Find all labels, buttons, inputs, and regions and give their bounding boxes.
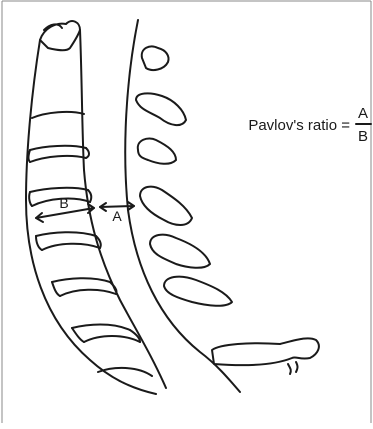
vertebral-body-c7: [84, 336, 152, 376]
label-a: A: [112, 208, 122, 224]
label-b: B: [59, 195, 68, 211]
spinous-process-c4: [140, 187, 192, 225]
formula-denominator: B: [358, 128, 368, 145]
disc-c6-c7: [72, 328, 140, 342]
formula-text: Pavlov's ratio =: [248, 117, 350, 134]
spinous-process-c7: [212, 338, 319, 365]
vertebral-body-c6: [60, 290, 130, 330]
spinous-process-c3: [138, 138, 176, 163]
figure-frame: [2, 1, 371, 423]
spinous-process-c1: [142, 46, 169, 70]
vertebral-body-c3: [30, 156, 88, 192]
spinous-process-c7-tip: [288, 362, 298, 374]
spinous-process-c6: [164, 277, 232, 306]
vertebral-body-c2: [30, 112, 86, 150]
measurement-a-line: [100, 206, 134, 207]
spinous-process-c5: [150, 235, 210, 268]
formula-numerator: A: [358, 105, 368, 122]
spinous-process-c2: [136, 93, 186, 125]
